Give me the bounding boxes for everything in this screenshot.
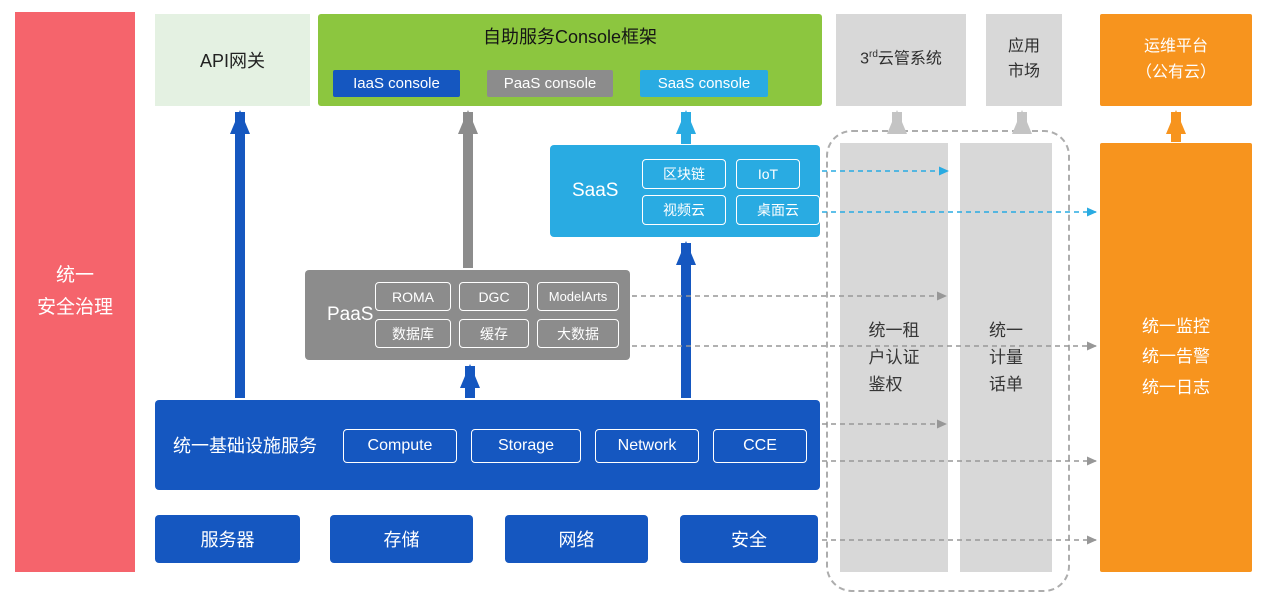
metering-label: 统一 计量 话单	[989, 320, 1023, 395]
api-gateway-box: API网关	[155, 14, 310, 106]
hardware-network-box: 网络	[505, 515, 648, 563]
paas-item-modelarts: ModelArts	[537, 282, 619, 311]
hardware-security-box: 安全	[680, 515, 818, 563]
app-market-label: 应用 市场	[1007, 38, 1040, 80]
saas-label: SaaS	[572, 180, 619, 201]
saas-item-blockchain: 区块链	[642, 159, 726, 189]
hardware-server-box: 服务器	[155, 515, 300, 563]
iaas-label: 统一基础设施服务	[173, 436, 317, 456]
security-governance-label: 统一 安全治理	[36, 264, 113, 318]
om-platform-label: 运维平台 （公有云）	[1135, 38, 1216, 81]
tenant-auth-label: 统一租 户认证 鉴权	[868, 320, 920, 395]
monitoring-box: 统一监控 统一告警 统一日志	[1100, 143, 1252, 572]
third-party-cloud-mgmt-box: 3rd云管系统	[836, 14, 966, 106]
tenant-auth-bar: 统一租 户认证 鉴权	[840, 143, 948, 572]
console-frame-title: 自助服务Console框架	[482, 27, 658, 47]
paas-label: PaaS	[327, 304, 374, 325]
hardware-storage-box: 存储	[330, 515, 473, 563]
saas-item-video-cloud: 视频云	[642, 195, 726, 225]
paas-item-dgc: DGC	[459, 282, 529, 311]
third-party-cloud-mgmt-label: 3rd云管系统	[860, 49, 942, 68]
paas-item-roma: ROMA	[375, 282, 451, 311]
saas-console-label: SaaS console	[657, 75, 751, 92]
iaas-item-network: Network	[595, 429, 699, 463]
paas-box: PaaS ROMA DGC ModelArts 数据库 缓存 大数据	[305, 270, 630, 360]
saas-item-desktop-cloud: 桌面云	[736, 195, 820, 225]
paas-item-cache: 缓存	[459, 319, 529, 348]
iaas-item-cce: CCE	[713, 429, 807, 463]
saas-item-iot: IoT	[736, 159, 800, 189]
api-gateway-label: API网关	[199, 51, 265, 71]
security-governance-bar: 统一 安全治理	[15, 12, 135, 572]
paas-item-bigdata: 大数据	[537, 319, 619, 348]
paas-console-chip: PaaS console	[487, 70, 613, 97]
iaas-console-chip: IaaS console	[333, 70, 460, 97]
om-platform-box: 运维平台 （公有云）	[1100, 14, 1252, 106]
iaas-item-storage: Storage	[471, 429, 581, 463]
saas-box: SaaS 区块链 IoT 视频云 桌面云	[550, 145, 820, 237]
console-frame-box: 自助服务Console框架 IaaS console PaaS console …	[318, 14, 822, 106]
iaas-box: 统一基础设施服务 Compute Storage Network CCE	[155, 400, 820, 490]
paas-console-label: PaaS console	[503, 75, 597, 92]
saas-console-chip: SaaS console	[640, 70, 768, 97]
paas-item-database: 数据库	[375, 319, 451, 348]
app-market-box: 应用 市场	[986, 14, 1062, 106]
monitoring-label: 统一监控 统一告警 统一日志	[1142, 316, 1210, 397]
iaas-console-label: IaaS console	[353, 75, 440, 92]
iaas-item-compute: Compute	[343, 429, 457, 463]
common-services-dashed-container	[826, 130, 1070, 592]
metering-bar: 统一 计量 话单	[960, 143, 1052, 572]
